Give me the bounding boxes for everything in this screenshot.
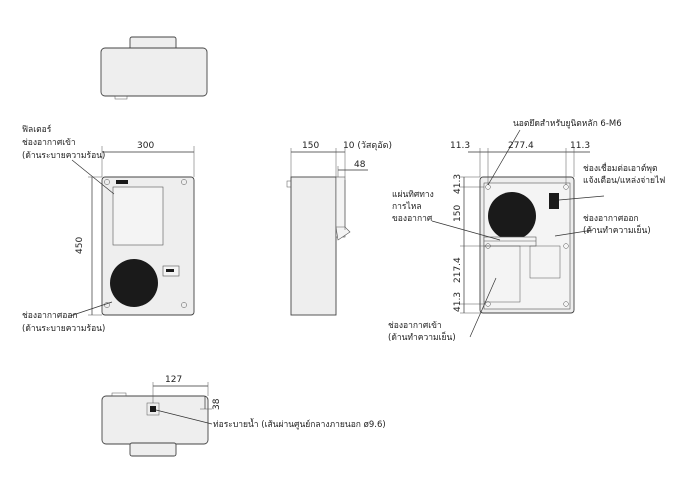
front-fan-outlet bbox=[110, 259, 158, 307]
front-outlet-label-2: (ด้านระบายความร้อน) bbox=[22, 323, 105, 334]
bottom-view bbox=[101, 382, 213, 457]
front-outlet-label-1: ช่องอากาศออก bbox=[22, 311, 78, 321]
front-view: 300 450 bbox=[69, 141, 195, 317]
back-vdim-3: 217.4 bbox=[453, 257, 463, 283]
cold-inlet-label-1: ช่องอากาศเข้า bbox=[388, 320, 442, 331]
plate-label-3: ของอากาศ bbox=[392, 214, 433, 224]
side-offset-dim: 48 bbox=[354, 160, 366, 170]
side-view: 150 bbox=[286, 141, 368, 316]
connector-label-2: แจ้งเตือน/แหล่งจ่ายไฟ bbox=[583, 175, 665, 186]
front-height-dim: 450 bbox=[75, 237, 85, 254]
back-view bbox=[431, 129, 605, 338]
back-vdim-4: 41.3 bbox=[453, 292, 463, 312]
back-vdim-1: 41.3 bbox=[453, 174, 463, 194]
front-width-dim: 300 bbox=[137, 141, 154, 151]
cold-outlet-label-1: ช่องอากาศออก bbox=[583, 214, 639, 224]
plate-label-1: แผ่นทิศทาง bbox=[392, 190, 434, 200]
mount-label: นอตยึดสำหรับยูนิตหลัก 6-M6 bbox=[513, 119, 622, 129]
side-depth-dim: 150 bbox=[302, 141, 319, 151]
back-right-margin-dim: 11.3 bbox=[570, 141, 590, 151]
filter-label-2: ช่องอากาศเข้า bbox=[22, 137, 76, 148]
filter-label-1: ฟิลเตอร์ bbox=[22, 124, 52, 135]
back-fan bbox=[488, 192, 536, 240]
back-center-dim: 277.4 bbox=[508, 141, 534, 151]
cold-inlet-label-2: (ด้านทำความเย็น) bbox=[388, 331, 456, 343]
bottom-width-dim: 127 bbox=[165, 375, 182, 385]
filter-label-3: (ด้านระบายความร้อน) bbox=[22, 150, 105, 161]
bottom-depth-dim: 38 bbox=[212, 398, 222, 410]
cold-outlet-label-2: (ด้านทำความเย็น) bbox=[583, 224, 651, 236]
top-view bbox=[100, 36, 208, 100]
plate-label-2: การไหล bbox=[392, 201, 422, 212]
drain-label: ท่อระบายน้ำ (เส้นผ่านศูนย์กลางภายนอก ø9.… bbox=[213, 418, 386, 430]
back-vdim-2: 150 bbox=[453, 205, 463, 222]
drain-pipe bbox=[150, 406, 156, 412]
back-left-margin-dim: 11.3 bbox=[450, 141, 470, 151]
side-protrusion-dim: 10 (วัสดุอัด) bbox=[343, 141, 392, 151]
connector-label-1: ช่องเชื่อมต่อเอาต์พุต bbox=[583, 162, 657, 174]
